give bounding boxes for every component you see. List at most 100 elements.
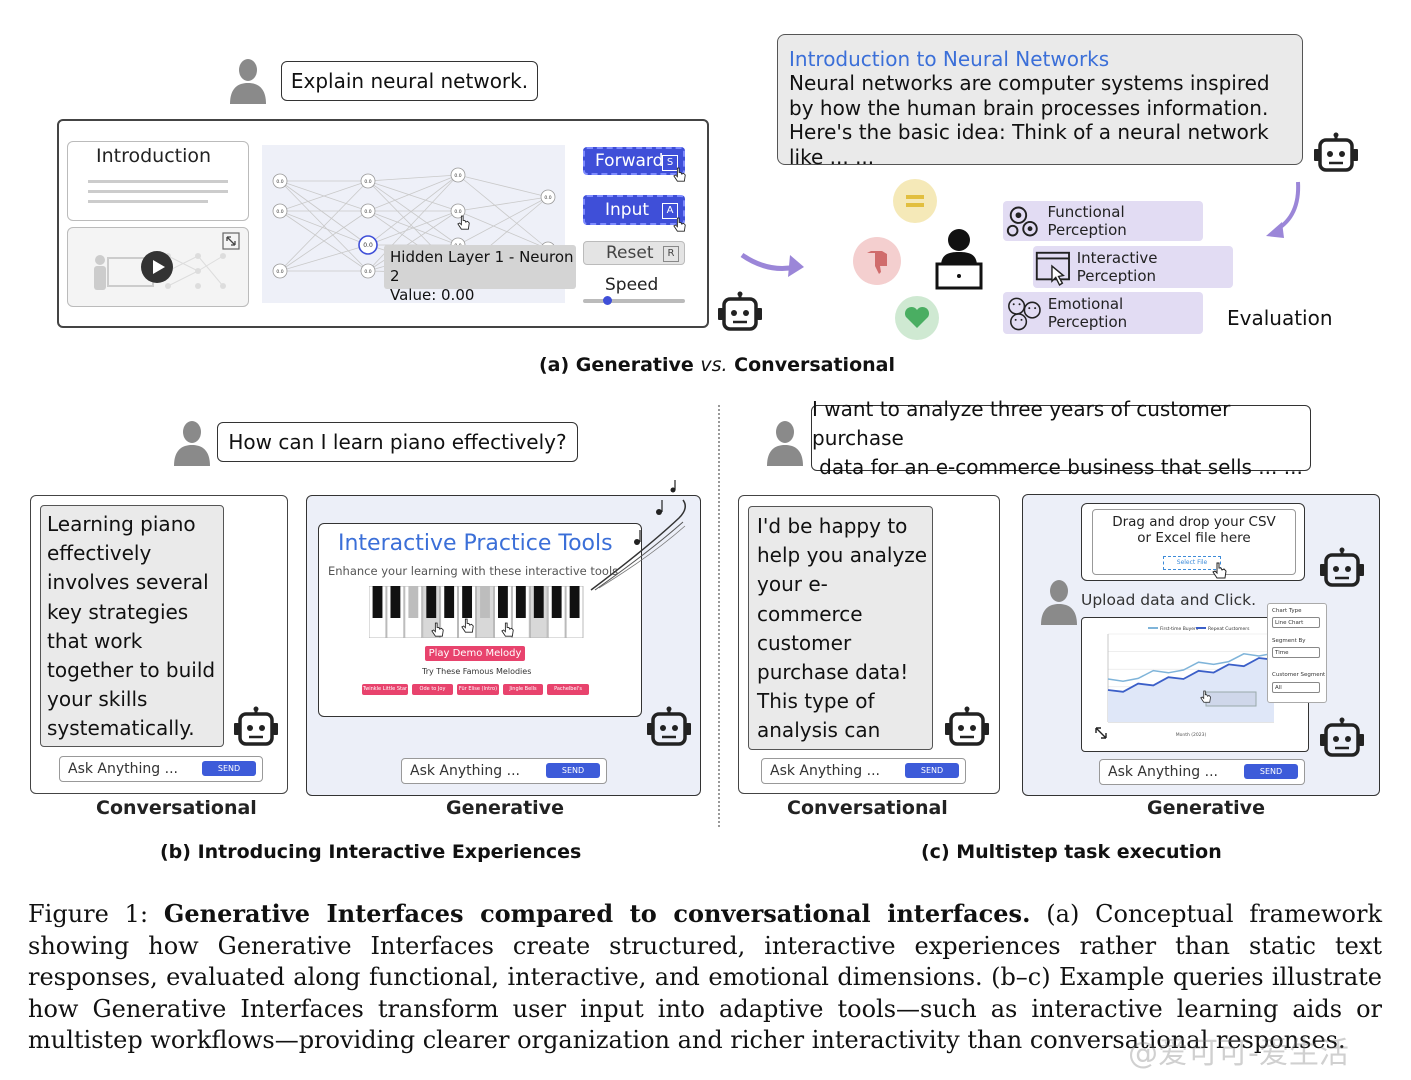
piano-black-key — [462, 586, 473, 618]
customer-segment-select[interactable]: All — [1272, 682, 1320, 693]
shortcut-key: R — [663, 246, 679, 262]
connection-line — [279, 180, 369, 212]
speed-slider-thumb[interactable] — [603, 296, 612, 305]
send-button[interactable]: SEND — [202, 761, 256, 776]
robot-icon — [1319, 717, 1365, 759]
drop-line1: Drag and drop your CSV — [1112, 514, 1276, 530]
neuron-value: 0.0 — [364, 269, 371, 275]
series-line-repeat — [1107, 652, 1275, 682]
piano-black-key — [498, 586, 508, 618]
functional-perception: Functional Perception — [1003, 201, 1203, 241]
response-body: Neural networks are computer systems ins… — [789, 71, 1270, 169]
thumbs-down-icon — [853, 237, 901, 285]
connection-line — [279, 210, 369, 272]
faces-icon — [1008, 297, 1041, 331]
neuron-value: 0.0 — [276, 269, 283, 275]
neuron — [360, 263, 376, 279]
user-prompt-c: I want to analyze three years of custome… — [811, 397, 1311, 479]
response-title: Introduction to Neural Networks — [789, 47, 1110, 71]
piano-black-key — [444, 586, 455, 618]
tooltip-line1: Hidden Layer 1 - Neuron 2 — [390, 248, 574, 285]
connection-line — [367, 210, 459, 246]
forward-button[interactable]: Forward S — [583, 147, 685, 175]
user-avatar-icon — [1039, 577, 1079, 625]
melody-button[interactable]: Pachelbel's Canon — [547, 684, 589, 703]
tooltip-line2: Value: 0.00 — [390, 286, 475, 304]
input-button[interactable]: Input A — [583, 195, 685, 225]
chart-type-select[interactable]: Line Chart — [1272, 617, 1320, 628]
send-button[interactable]: SEND — [905, 763, 959, 778]
neuron — [360, 203, 376, 219]
chart-tooltip — [1205, 691, 1257, 707]
melody-button[interactable]: Für Elise (Intro) — [457, 684, 499, 695]
caption-b: (b) Introducing Interactive Experiences — [160, 841, 582, 863]
piano-black-key — [426, 586, 437, 618]
text-line — [88, 200, 208, 203]
neuron-value: 0.0 — [364, 179, 371, 185]
dropzone[interactable]: Drag and drop your CSV or Excel file her… — [1092, 509, 1296, 575]
tool-title: Interactive Practice Tools — [338, 531, 613, 556]
segment-label: Segment By — [1272, 638, 1306, 644]
upload-card: Drag and drop your CSV or Excel file her… — [1081, 503, 1305, 581]
robot-icon — [1319, 547, 1365, 589]
piano-keyboard[interactable] — [369, 586, 584, 638]
conversational-interface-c: I'd be happy to help you analyze your e-… — [738, 495, 1000, 794]
melody-button[interactable]: Ode to Joy — [412, 684, 453, 695]
x-axis-label: Month (2023) — [1176, 732, 1207, 738]
evaluation-label: Evaluation — [1227, 306, 1333, 330]
conversational-response-a: Introduction to Neural Networks Neural n… — [777, 34, 1303, 169]
connection-line — [279, 210, 369, 246]
generative-interface-b: Interactive Practice Tools Enhance your … — [306, 480, 701, 796]
connection-line — [367, 180, 459, 212]
connection-line — [457, 196, 549, 246]
ask-input[interactable]: Ask Anything ... SEND — [761, 758, 966, 784]
send-button[interactable]: SEND — [1244, 764, 1298, 779]
watermark: @爱可可-爱生活 — [1128, 1036, 1349, 1071]
customer-segment-label: Customer Segment — [1272, 672, 1326, 678]
speed-slider[interactable] — [583, 296, 685, 305]
tool-subtitle: Enhance your learning with these interac… — [328, 564, 619, 578]
connection-line — [367, 174, 459, 246]
expand-icon[interactable] — [222, 232, 240, 250]
generative-interface-c: Drag and drop your CSV or Excel file her… — [1022, 494, 1380, 796]
neuron-value: 0.0 — [454, 209, 461, 215]
label-generative-c: Generative — [1147, 797, 1265, 819]
reset-button[interactable]: Reset R — [583, 241, 685, 265]
segment-select[interactable]: Time — [1272, 647, 1320, 658]
user-avatar-icon — [228, 56, 268, 104]
connection-line — [367, 174, 459, 212]
conversational-interface-b: Learning piano effectively involves seve… — [30, 495, 288, 794]
select-file-button[interactable]: Select File — [1163, 556, 1221, 570]
connection-line — [279, 180, 369, 272]
chart-type-label: Chart Type — [1272, 608, 1302, 614]
video-card[interactable] — [67, 227, 249, 307]
neuron — [272, 263, 288, 279]
text-line — [88, 180, 228, 183]
series-area — [1108, 658, 1274, 722]
piano-black-key — [372, 586, 383, 618]
cursor-hand-icon — [673, 217, 687, 233]
neuron — [358, 235, 378, 255]
melody-button[interactable]: Jingle Bells — [503, 684, 543, 695]
figure-caption: Figure 1: Generative Interfaces compared… — [28, 899, 1383, 1054]
expand-icon[interactable] — [1094, 726, 1108, 740]
piano-black-key — [408, 586, 419, 618]
ask-input[interactable]: Ask Anything ... SEND — [1099, 759, 1305, 785]
melody-button[interactable]: Twinkle Little Star — [362, 684, 408, 695]
conversational-response-c: I'd be happy to help you analyze your e-… — [748, 506, 933, 750]
piano-black-key — [569, 586, 580, 618]
ask-input[interactable]: Ask Anything ... SEND — [401, 758, 607, 784]
ask-input[interactable]: Ask Anything ... SEND — [59, 756, 263, 782]
user-avatar-icon — [172, 418, 212, 466]
play-demo-button[interactable]: Play Demo Melody — [425, 646, 525, 661]
piano-black-key — [390, 586, 401, 618]
send-button[interactable]: SEND — [546, 763, 600, 778]
arrow-icon — [740, 252, 804, 277]
music-notes-icon — [590, 480, 686, 591]
connection-line — [367, 174, 459, 272]
play-icon[interactable] — [140, 250, 174, 284]
connection-line — [457, 174, 549, 198]
emotional-perception: Emotional Perception — [1003, 292, 1203, 334]
